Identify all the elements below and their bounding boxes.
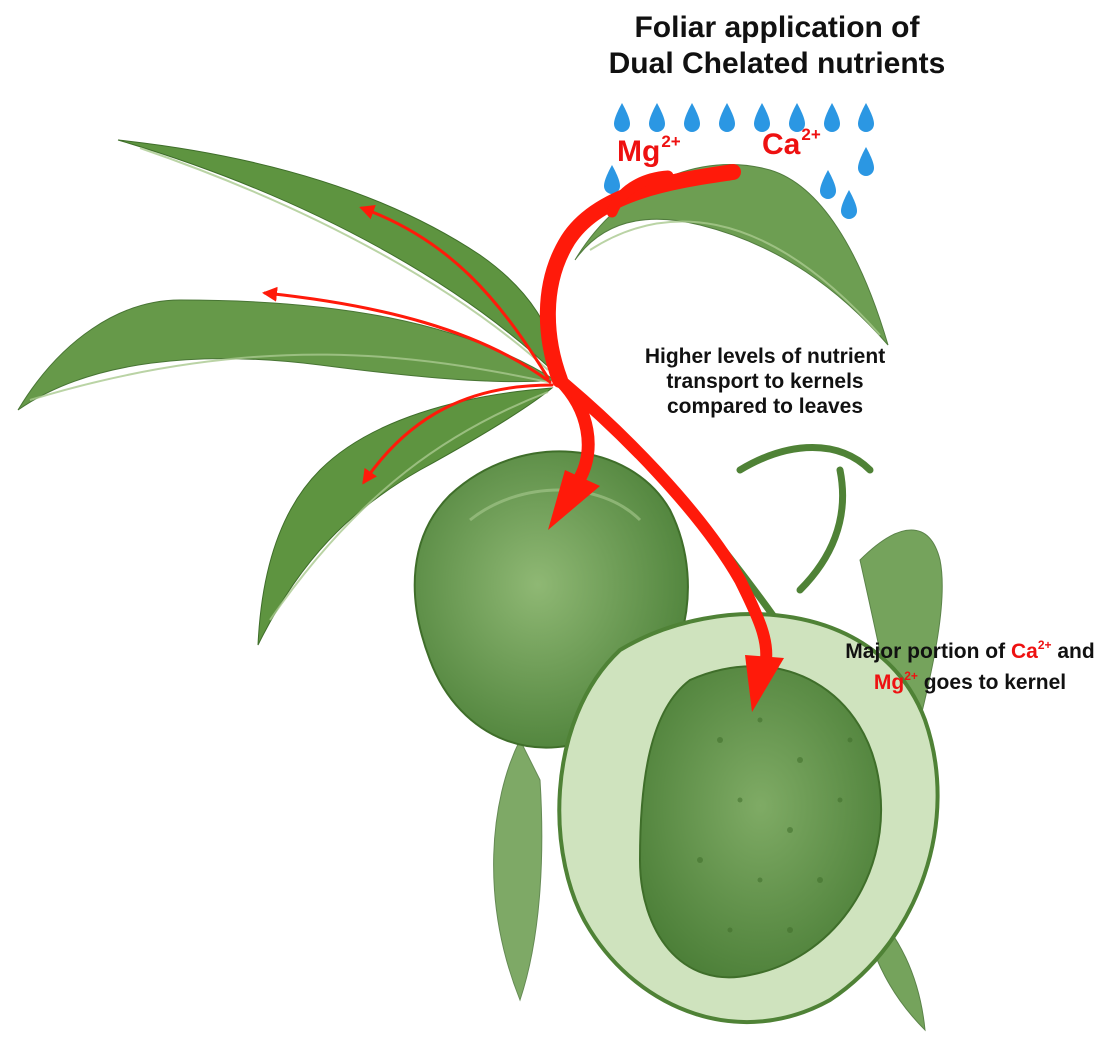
leaf-bottom-left bbox=[494, 740, 542, 1000]
kernel-note-and: and bbox=[1057, 640, 1094, 663]
water-droplet-icon bbox=[820, 170, 836, 199]
ca-symbol: Ca bbox=[762, 128, 800, 161]
transport-note-line-1: Higher levels of nutrient bbox=[600, 344, 930, 369]
kernel-note-line-2: Mg2+ goes to kernel bbox=[830, 664, 1110, 695]
title-line-2: Dual Chelated nutrients bbox=[568, 46, 986, 82]
diagram-title: Foliar application of Dual Chelated nutr… bbox=[568, 10, 986, 82]
kernel-note-suffix: goes to kernel bbox=[924, 671, 1066, 694]
kernel-note-prefix: Major portion of bbox=[845, 640, 1005, 663]
kernel-note-line-1: Major portion of Ca2+ and bbox=[830, 633, 1110, 664]
mg-symbol: Mg bbox=[617, 135, 660, 168]
water-droplet-icon bbox=[858, 147, 874, 176]
calcium-ion-label: Ca2+ bbox=[762, 125, 821, 162]
title-line-1: Foliar application of bbox=[568, 10, 986, 46]
kernel-note-ca: Ca2+ bbox=[1011, 640, 1052, 663]
water-droplet-icon bbox=[649, 103, 665, 132]
kernel-note-mg: Mg2+ bbox=[874, 671, 918, 694]
magnesium-ion-label: Mg2+ bbox=[617, 132, 681, 169]
water-droplet-icon bbox=[614, 103, 630, 132]
water-droplet-icon bbox=[719, 103, 735, 132]
water-droplet-icon bbox=[858, 103, 874, 132]
water-droplet-icon bbox=[841, 190, 857, 219]
transport-note: Higher levels of nutrient transport to k… bbox=[600, 344, 930, 419]
water-droplet-icon bbox=[824, 103, 840, 132]
water-droplet-icon bbox=[604, 165, 620, 194]
kernel-note: Major portion of Ca2+ and Mg2+ goes to k… bbox=[830, 633, 1110, 695]
ca-charge: 2+ bbox=[801, 125, 820, 144]
water-droplet-icon bbox=[684, 103, 700, 132]
transport-note-line-3: compared to leaves bbox=[600, 394, 930, 419]
mg-charge: 2+ bbox=[661, 132, 680, 151]
transport-note-line-2: transport to kernels bbox=[600, 369, 930, 394]
